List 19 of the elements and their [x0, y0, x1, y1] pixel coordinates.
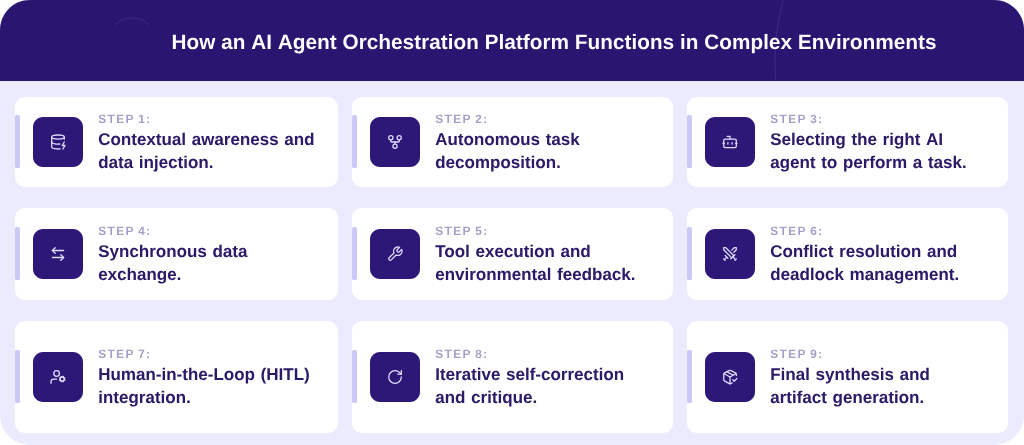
- step-description: Synchronous data exchange.: [98, 244, 248, 284]
- step-description: Contextual awareness and data injection.: [98, 132, 314, 172]
- step-description: Selecting the right AI agent to perform a task.: [770, 132, 966, 172]
- step-label: STEP 1:: [98, 114, 149, 124]
- title: How an AI Agent Orchestration Platform Functions in Complex Environments: [172, 33, 936, 54]
- step-label: STEP 4:: [98, 226, 149, 236]
- step-label: STEP 7:: [98, 349, 149, 359]
- step-label: STEP 5:: [435, 226, 486, 236]
- step-label: STEP 8:: [435, 349, 486, 359]
- step-description: Tool execution and environmental feedback.: [435, 244, 635, 281]
- step-description: Autonomous task decomposition.: [435, 132, 580, 172]
- step-description: Conflict resolution and deadlock management.: [770, 244, 958, 284]
- step-label: STEP 9:: [770, 349, 821, 359]
- step-description: Final synthesis and artifact generation.: [770, 367, 929, 407]
- step-label: STEP 2:: [435, 114, 486, 124]
- step-description: Human-in-the-Loop (HITL) integration.: [99, 367, 309, 407]
- step-description: Iterative self-correction and critique.: [435, 367, 624, 407]
- step-label: STEP 3:: [770, 114, 821, 124]
- step-label: STEP 6:: [770, 226, 821, 236]
